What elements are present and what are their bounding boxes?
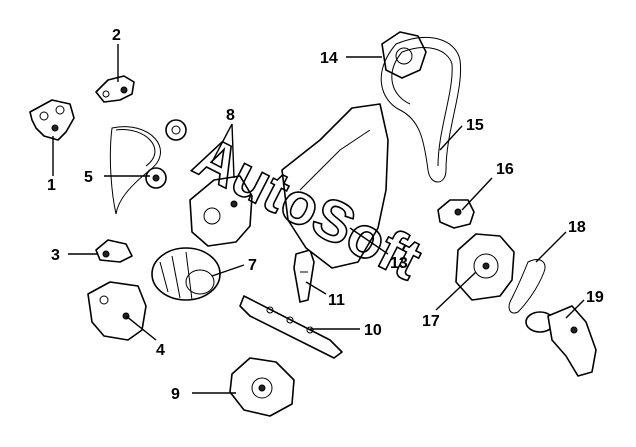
part-16-tensioner[interactable] bbox=[437, 199, 475, 229]
callout-17[interactable]: 17 bbox=[422, 271, 477, 330]
part-9-pump[interactable] bbox=[229, 357, 295, 417]
part-15-timing-belt[interactable] bbox=[380, 37, 462, 183]
callout-label-8: 8 bbox=[226, 107, 235, 124]
part-14-pulley[interactable] bbox=[381, 31, 427, 79]
callout-label-19: 19 bbox=[586, 289, 604, 306]
part-13-timing-cover[interactable] bbox=[281, 103, 389, 269]
part-5-belt[interactable] bbox=[109, 119, 187, 215]
part-17-water-pump[interactable] bbox=[455, 233, 515, 301]
part-4-mount[interactable] bbox=[87, 281, 147, 341]
callout-7[interactable]: 7 bbox=[211, 257, 257, 277]
callout-label-10: 10 bbox=[364, 322, 382, 339]
part-10-fuel-rail[interactable] bbox=[239, 295, 343, 359]
callout-label-13: 13 bbox=[390, 255, 408, 272]
part-2-bracket[interactable] bbox=[95, 75, 135, 103]
callout-label-14: 14 bbox=[320, 50, 338, 67]
callout-4[interactable]: 4 bbox=[125, 315, 165, 359]
callout-9[interactable]: 9 bbox=[171, 386, 236, 403]
callout-10[interactable]: 10 bbox=[310, 322, 382, 339]
callout-19[interactable]: 19 bbox=[565, 289, 604, 319]
callout-18[interactable]: 18 bbox=[535, 219, 586, 263]
callout-label-1: 1 bbox=[47, 177, 56, 194]
callout-3[interactable]: 3 bbox=[51, 247, 98, 264]
callout-15[interactable]: 15 bbox=[439, 117, 484, 151]
callout-label-15: 15 bbox=[466, 117, 484, 134]
callout-label-11: 11 bbox=[328, 292, 345, 309]
part-3-mount[interactable] bbox=[95, 239, 133, 263]
callout-5[interactable]: 5 bbox=[84, 169, 150, 186]
callout-label-3: 3 bbox=[51, 247, 60, 264]
part-11-injector[interactable] bbox=[293, 249, 315, 303]
callout-label-7: 7 bbox=[248, 257, 257, 274]
callout-label-5: 5 bbox=[84, 169, 93, 186]
callout-16[interactable]: 16 bbox=[461, 161, 514, 211]
part-8-bracket-assembly[interactable] bbox=[189, 175, 253, 247]
part-19-pump-assembly[interactable] bbox=[525, 305, 597, 377]
callout-13[interactable]: 13 bbox=[349, 227, 408, 272]
callout-label-18: 18 bbox=[568, 219, 586, 236]
callout-2[interactable]: 2 bbox=[112, 27, 121, 82]
callout-label-2: 2 bbox=[112, 27, 121, 44]
part-1-bracket[interactable] bbox=[29, 99, 75, 141]
callout-label-16: 16 bbox=[496, 161, 514, 178]
callout-8[interactable]: 8 bbox=[211, 107, 235, 179]
part-18-belt[interactable] bbox=[508, 259, 546, 314]
part-7-alternator[interactable] bbox=[151, 247, 221, 301]
callout-label-9: 9 bbox=[171, 386, 180, 403]
callout-label-4: 4 bbox=[156, 342, 165, 359]
callout-1[interactable]: 1 bbox=[47, 136, 56, 194]
callout-label-17: 17 bbox=[422, 313, 440, 330]
callout-14[interactable]: 14 bbox=[320, 50, 382, 67]
callout-11[interactable]: 11 bbox=[305, 281, 345, 309]
